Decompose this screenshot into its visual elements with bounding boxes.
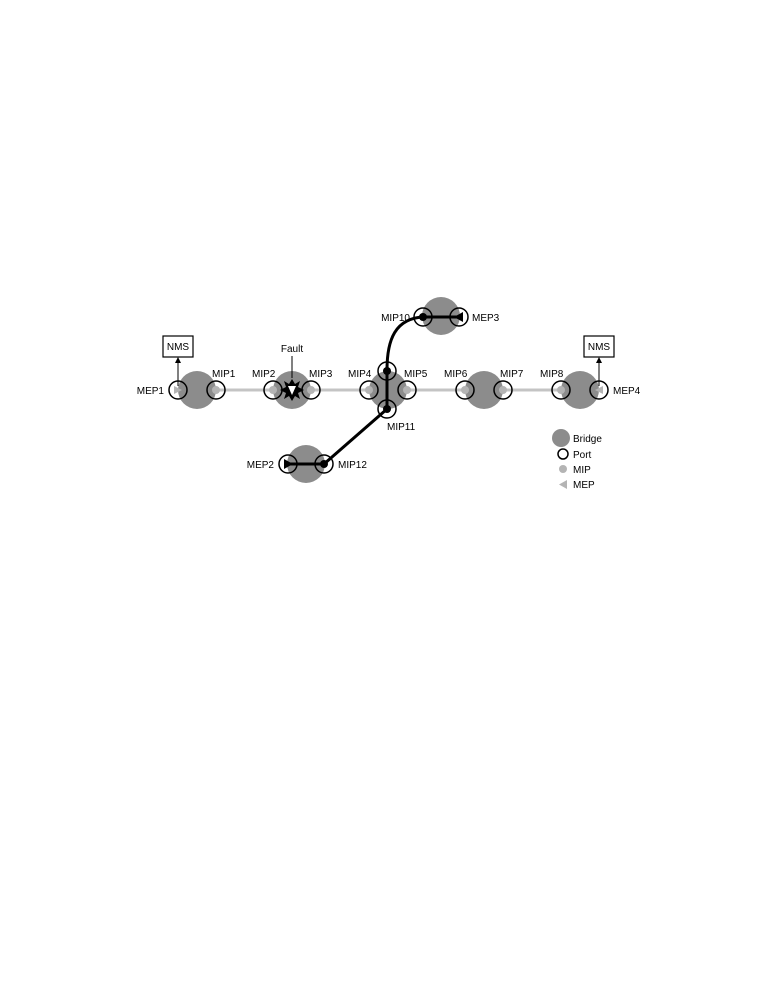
label-mep2: MEP2 bbox=[247, 460, 275, 471]
mep2-triangle bbox=[284, 459, 293, 469]
legend: Bridge Port MIP MEP bbox=[552, 429, 602, 491]
mip10-point bbox=[419, 313, 427, 321]
label-mip5: MIP5 bbox=[404, 369, 428, 380]
label-mip8: MIP8 bbox=[540, 369, 564, 380]
label-mep4: MEP4 bbox=[613, 386, 641, 397]
legend-port-label: Port bbox=[573, 450, 592, 461]
nms-left-arrowhead bbox=[175, 357, 181, 363]
mep-points bbox=[174, 312, 603, 469]
legend-mep-label: MEP bbox=[573, 480, 595, 491]
path-mip-points bbox=[320, 313, 427, 468]
legend-mip-label: MIP bbox=[573, 465, 591, 476]
label-mip12: MIP12 bbox=[338, 460, 367, 471]
label-mip10: MIP10 bbox=[381, 313, 410, 324]
fault-label: Fault bbox=[281, 344, 303, 355]
port-mip12 bbox=[314, 454, 334, 474]
label-mip7: MIP7 bbox=[500, 369, 524, 380]
mip6-point bbox=[461, 386, 469, 394]
legend-bridge-icon bbox=[552, 429, 570, 447]
path-point-upper bbox=[383, 367, 391, 375]
label-mip11: MIP11 bbox=[387, 422, 416, 433]
label-mip1: MIP1 bbox=[212, 369, 236, 380]
port-mip10 bbox=[413, 307, 433, 327]
mip2-point bbox=[269, 386, 277, 394]
legend-port-icon bbox=[557, 448, 569, 460]
fault-mark-icon bbox=[288, 386, 296, 395]
nms-right-arrowhead bbox=[596, 357, 602, 363]
node-labels: MEP1 MIP1 MIP2 MIP3 MIP4 MIP5 MIP6 MIP7 … bbox=[137, 313, 641, 471]
label-mip2: MIP2 bbox=[252, 369, 276, 380]
mip8-point bbox=[557, 386, 565, 394]
port-mip6 bbox=[455, 380, 475, 400]
port-upper bbox=[377, 361, 397, 381]
legend-mep-icon bbox=[559, 480, 567, 489]
nms-right: NMS bbox=[583, 335, 615, 386]
label-mip6: MIP6 bbox=[444, 369, 468, 380]
port-mip11 bbox=[377, 399, 397, 419]
port-mip4 bbox=[359, 380, 379, 400]
mip1-point bbox=[212, 386, 220, 394]
mep1-triangle bbox=[174, 386, 182, 394]
label-mip4: MIP4 bbox=[348, 369, 372, 380]
port-mep3 bbox=[449, 307, 469, 327]
label-mep3: MEP3 bbox=[472, 313, 500, 324]
mip5-point bbox=[403, 386, 411, 394]
label-mep1: MEP1 bbox=[137, 386, 165, 397]
port-mip7 bbox=[493, 380, 513, 400]
nms-right-label: NMS bbox=[588, 342, 611, 353]
nms-left: NMS bbox=[162, 335, 194, 386]
mep4-triangle bbox=[595, 386, 603, 394]
mip-points bbox=[212, 386, 565, 394]
legend-bridge-label: Bridge bbox=[573, 434, 602, 445]
label-mip3: MIP3 bbox=[309, 369, 333, 380]
mip4-point bbox=[365, 386, 373, 394]
mep3-triangle bbox=[454, 312, 463, 322]
bridge-4 bbox=[465, 371, 503, 409]
mip7-point bbox=[499, 386, 507, 394]
mip3-point bbox=[307, 386, 315, 394]
bridge-1 bbox=[178, 371, 216, 409]
fault: Fault bbox=[280, 344, 304, 401]
mip12-point bbox=[320, 460, 328, 468]
port-mep2 bbox=[278, 454, 298, 474]
port-mip1 bbox=[206, 380, 226, 400]
mip11-point bbox=[383, 405, 391, 413]
nms-left-label: NMS bbox=[167, 342, 190, 353]
legend-mip-icon bbox=[559, 465, 567, 473]
bridge-5 bbox=[561, 371, 599, 409]
port-mip8 bbox=[551, 380, 571, 400]
port-mip5 bbox=[397, 380, 417, 400]
